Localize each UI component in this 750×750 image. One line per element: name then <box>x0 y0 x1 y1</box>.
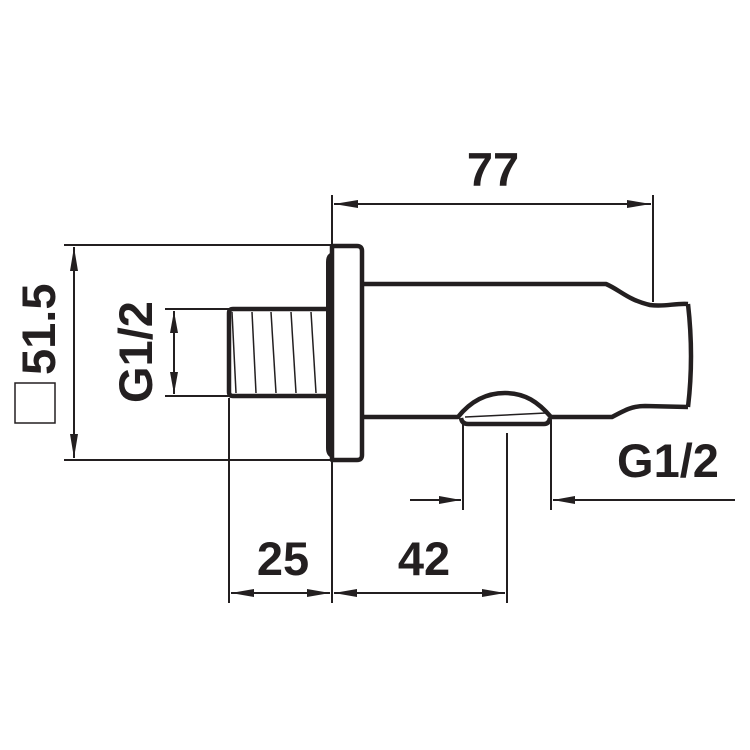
dimension-thread-length: 25 <box>228 398 333 603</box>
dimension-inlet-thread: G1/2 <box>109 301 230 403</box>
dimension-label-outlet-g1-2: G1/2 <box>617 434 719 487</box>
wall-flange <box>326 243 365 463</box>
threaded-inlet <box>226 306 328 399</box>
dimension-label-42: 42 <box>398 532 450 585</box>
dimension-flange-square: 51.5 <box>12 244 332 461</box>
dimension-label-25: 25 <box>257 532 309 585</box>
dimension-overall-length: 77 <box>331 143 654 302</box>
dimension-label-77: 77 <box>467 143 519 196</box>
dimension-outlet-offset: 42 <box>334 532 505 597</box>
square-symbol-icon <box>14 382 56 424</box>
dimension-label-51-5: 51.5 <box>12 284 65 375</box>
outlet-body <box>362 281 694 427</box>
dimension-label-inlet-g1-2: G1/2 <box>109 301 162 403</box>
dimension-outlet-thread: G1/2 <box>410 420 735 510</box>
